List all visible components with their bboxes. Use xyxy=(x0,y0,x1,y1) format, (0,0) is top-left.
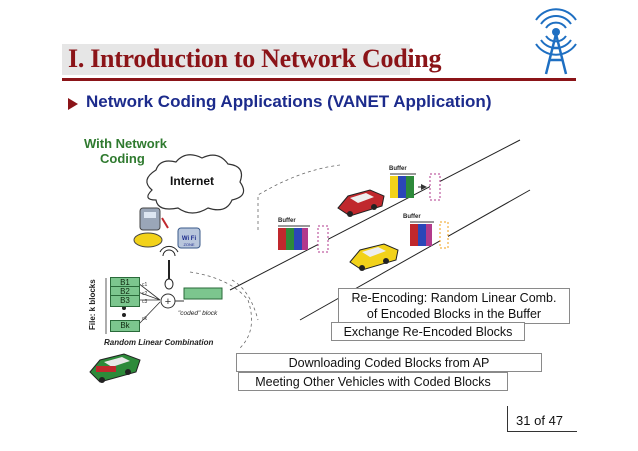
coverage-dashed-arc xyxy=(189,271,252,349)
re-encoding-line2: of Encoded Blocks in the Buffer xyxy=(366,307,542,321)
slide-title: I. Introduction to Network Coding xyxy=(68,44,442,73)
random-linear-combination-label: Random Linear Combination xyxy=(104,338,214,347)
svg-text:c2: c2 xyxy=(142,291,148,297)
svg-text:Buffer: Buffer xyxy=(389,166,407,172)
page-total: 47 xyxy=(548,413,564,428)
bullet-arrow-icon xyxy=(68,98,78,110)
page-number-underline xyxy=(507,431,577,432)
with-network-label: With Network xyxy=(84,136,167,151)
server-icon xyxy=(139,207,161,231)
buffer-top-icon xyxy=(390,173,441,201)
slide-subtitle: Network Coding Applications (VANET Appli… xyxy=(86,92,492,111)
file-label: File: k blocks xyxy=(88,279,97,330)
page-number-divider xyxy=(507,406,508,432)
road-dashed-edge xyxy=(257,164,341,230)
file-block: B3 xyxy=(110,295,140,307)
internet-cloud-icon xyxy=(146,154,245,214)
svg-text:ck: ck xyxy=(142,316,148,322)
re-encoding-line1: Re-Encoding: Random Linear Comb. xyxy=(351,291,557,305)
antenna-logo-icon xyxy=(535,8,577,75)
buffer-right-icon xyxy=(410,221,449,249)
svg-text:Buffer: Buffer xyxy=(403,214,421,220)
title-bar-background xyxy=(62,44,410,75)
road-dashed-edge-2 xyxy=(231,279,259,321)
green-car-icon xyxy=(89,353,141,383)
re-encoding-callout: Re-Encoding: Random Linear Comb. of Enco… xyxy=(338,288,570,324)
downloading-callout: Downloading Coded Blocks from AP xyxy=(236,353,542,372)
svg-text:Wi Fi: Wi Fi xyxy=(182,236,197,242)
red-car-icon xyxy=(337,189,385,217)
svg-text:c3: c3 xyxy=(142,299,148,305)
page-current: 31 xyxy=(516,413,531,428)
yellow-car-icon xyxy=(349,243,399,271)
svg-text:Buffer: Buffer xyxy=(278,218,296,224)
svg-text:c1: c1 xyxy=(142,282,148,288)
svg-text:+: + xyxy=(165,296,171,308)
coding-label: Coding xyxy=(100,151,145,166)
access-point-antenna-icon xyxy=(159,245,179,290)
coded-block-icon xyxy=(183,287,223,300)
satellite-dish-icon xyxy=(133,217,169,248)
combination-lines xyxy=(137,282,161,326)
meeting-callout: Meeting Other Vehicles with Coded Blocks xyxy=(238,372,508,391)
road-line-upper xyxy=(229,139,521,291)
page-number: 31 of 47 xyxy=(516,413,563,428)
wifi-zone-icon: Wi Fi ZONE xyxy=(177,227,201,249)
title-underline xyxy=(62,78,576,81)
svg-text:"coded" block: "coded" block xyxy=(178,310,218,317)
buffer-left-icon xyxy=(278,225,329,253)
internet-label: Internet xyxy=(170,174,215,188)
file-block: Bk xyxy=(110,320,140,332)
svg-text:ZONE: ZONE xyxy=(183,242,194,247)
page-of: of xyxy=(534,413,545,428)
exchange-callout: Exchange Re-Encoded Blocks xyxy=(331,322,525,341)
